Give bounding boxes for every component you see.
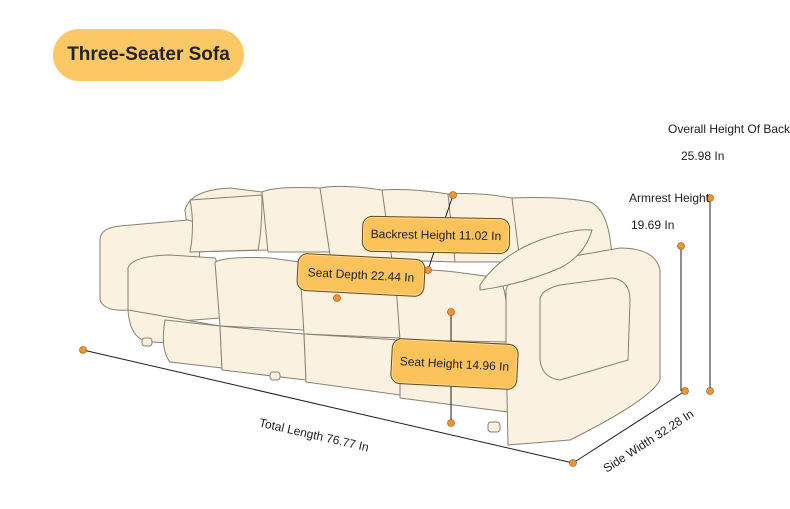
overall-height-label: Overall Height Of Backrest bbox=[668, 122, 790, 136]
pillow-left bbox=[189, 194, 263, 253]
overall-height-value: 25.98 In bbox=[681, 149, 725, 163]
seat-height-tag: Seat Height 14.96 In bbox=[389, 337, 520, 391]
page-title: Three-Seater Sofa bbox=[53, 29, 244, 81]
backrest-height-tag: Backrest Height 11.02 In bbox=[361, 215, 511, 255]
side-width-line bbox=[572, 390, 686, 464]
seat-depth-tag: Seat Depth 22.44 In bbox=[296, 252, 426, 298]
total-length-line bbox=[82, 349, 574, 464]
marker-dot bbox=[79, 346, 87, 354]
armrest-height-label: Armrest Height bbox=[629, 191, 710, 205]
armrest-height-value: 19.69 In bbox=[631, 218, 675, 232]
pillow-right bbox=[479, 229, 593, 291]
